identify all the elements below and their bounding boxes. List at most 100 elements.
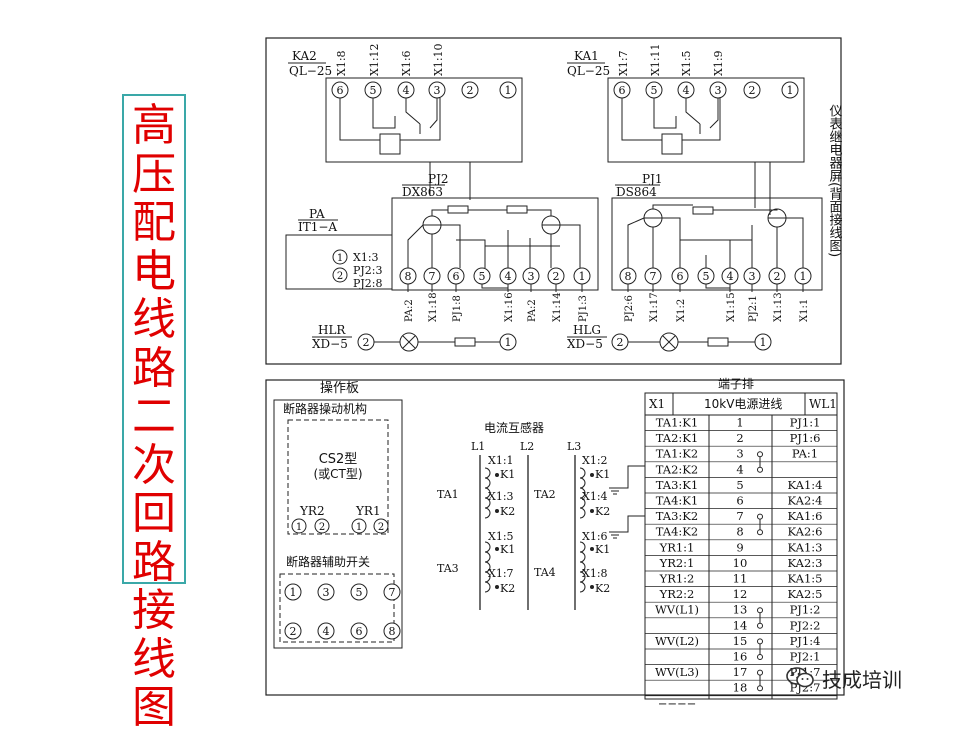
ta3-term-1: X1:5 [488,530,514,543]
terminal-cell-left: −−−− [658,696,697,710]
pj2-num-4: 4 [505,270,512,283]
terminal-link-marker [757,622,763,629]
ka1-num-3: 3 [715,84,722,97]
operating-panel: 操作板 断路器操动机构 CS2型 (或CT型) YR2 YR1 1 2 1 2 … [273,380,403,649]
terminal-cell-num: 9 [736,540,743,554]
terminal-link-marker [757,607,763,614]
panel-title: 操作板 [320,380,359,396]
terminal-cell-num: 15 [733,634,748,648]
terminal-link-marker [757,669,763,676]
ka2-term-3: X1:6 [400,50,413,76]
pj1-label-1: PJ2:6 [624,295,635,322]
phase-l1: L1 [471,440,485,453]
hlr-num-1: 1 [505,336,512,349]
pj1-label-3: X1:2 [676,299,687,322]
ta3-name: TA3 [437,562,459,575]
pa-num-2: 2 [337,271,343,282]
pj1-num-8: 8 [625,270,632,283]
ta2-term-1: X1:2 [582,454,608,467]
terminal-cell-left: WV(L2) [655,634,699,648]
yr1-label: YR1 [355,504,381,518]
terminal-cell-right: PJ1:1 [790,416,821,430]
terminal-cell-left: TA3:K1 [656,478,698,492]
pa-model: IT1−A [298,220,337,234]
ka1-term-2: X1:11 [649,43,662,76]
ta2-k1: K1 [595,468,610,481]
terminal-cell-num: 11 [733,572,748,586]
yr2-label: YR2 [299,504,325,518]
terminal-cell-num: 2 [736,431,743,445]
terminal-cell-right: PJ2:1 [790,650,821,664]
ta4-name: TA4 [534,566,556,579]
pj2-label-8: PJ1:3 [578,295,589,322]
terminal-cell-left: WV(L1) [655,603,699,617]
ta4-term-2: X1:8 [582,567,608,580]
pa-num-1: 1 [337,253,343,264]
terminal-cell-right: KA1:5 [788,572,823,586]
terminal-link-marker [757,529,763,536]
aux-switch-label: 断路器辅助开关 [286,554,370,569]
terminal-cell-num: 10 [733,556,748,570]
terminal-cell-right: PJ1:4 [790,634,821,648]
ka2-num-2: 2 [467,84,474,97]
pj2-num-1: 1 [579,270,586,283]
ka1-num-1: 1 [787,84,794,97]
ground-icon [609,465,645,539]
ka1-num-6: 6 [619,84,626,97]
ka1-term-4: X1:9 [712,50,725,76]
pj2-num-2: 2 [553,270,560,283]
terminal-cell-right: PA:1 [792,447,818,461]
terminal-cell-left: TA2:K2 [656,462,698,476]
pj1-num-6: 6 [677,270,684,283]
pj1-label-6: PJ2:1 [748,295,759,322]
pj2-num-8: 8 [405,270,412,283]
terminal-cell-left: TA4:K1 [656,494,698,508]
terminal-cell-num: 1 [736,416,743,430]
yr2-num-1: 1 [296,522,302,533]
terminal-cell-left: TA1:K2 [656,447,698,461]
meter-pj1: PJ1 DS864 8 7 6 5 4 3 2 [611,172,823,322]
terminal-cell-left: TA4:K2 [656,525,698,539]
pj2-num-3: 3 [528,270,535,283]
phase-l3: L3 [567,440,581,453]
pj1-label-7: X1:13 [773,292,784,322]
terminal-cell-left: WV(L3) [655,665,699,679]
ka2-num-4: 4 [403,84,410,97]
ka2-term-1: X1:8 [335,50,348,76]
pj2-num-6: 6 [453,270,460,283]
hlr-model: XD−5 [312,337,348,351]
terminal-cell-right: KA1:4 [788,478,823,492]
aux-num-6: 6 [356,625,363,638]
pj2-label-7: X1:14 [552,292,563,322]
pj1-num-2: 2 [774,270,781,283]
terminal-cell-num: 13 [733,603,748,617]
pj2-name: PJ2 [428,172,449,186]
pj2-label-3: PJ1:8 [452,295,463,322]
terminal-cell-num: 16 [733,650,748,664]
pa-term-1: X1:3 [353,251,379,264]
ka2-term-2: X1:12 [368,43,381,76]
watermark-text: 技成培训 [822,667,902,692]
terminal-cell-num: 18 [733,681,748,695]
terminal-title: 端子排 [718,377,754,391]
pj1-name: PJ1 [642,172,663,186]
ka2-num-3: 3 [434,84,441,97]
ta2-term-2: X1:4 [582,490,608,503]
pj1-label-8: X1:1 [799,299,810,322]
ka2-num-1: 1 [505,84,512,97]
watermark: 技成培训 [786,665,902,692]
terminal-cell-right: KA2:4 [788,494,823,508]
terminal-header-x1: X1 [649,397,665,411]
terminal-header-wl1: WL1 [809,397,837,411]
panel-side-label: 仪表继电器屏(背面接线图) [827,104,843,257]
terminal-cell-right: KA2:3 [788,556,823,570]
terminal-cell-left: TA1:K1 [656,416,698,430]
ta2-k2: K2 [595,505,610,518]
pj1-model: DS864 [616,185,657,199]
pj1-num-7: 7 [650,270,657,283]
pj2-num-5: 5 [479,270,486,283]
terminal-cell-left: YR1:1 [659,540,695,554]
ta1-k1: K1 [500,468,515,481]
terminal-cell-right: KA1:6 [788,509,823,523]
lamp-hlg: HLG XD−5 2 1 [567,323,772,352]
